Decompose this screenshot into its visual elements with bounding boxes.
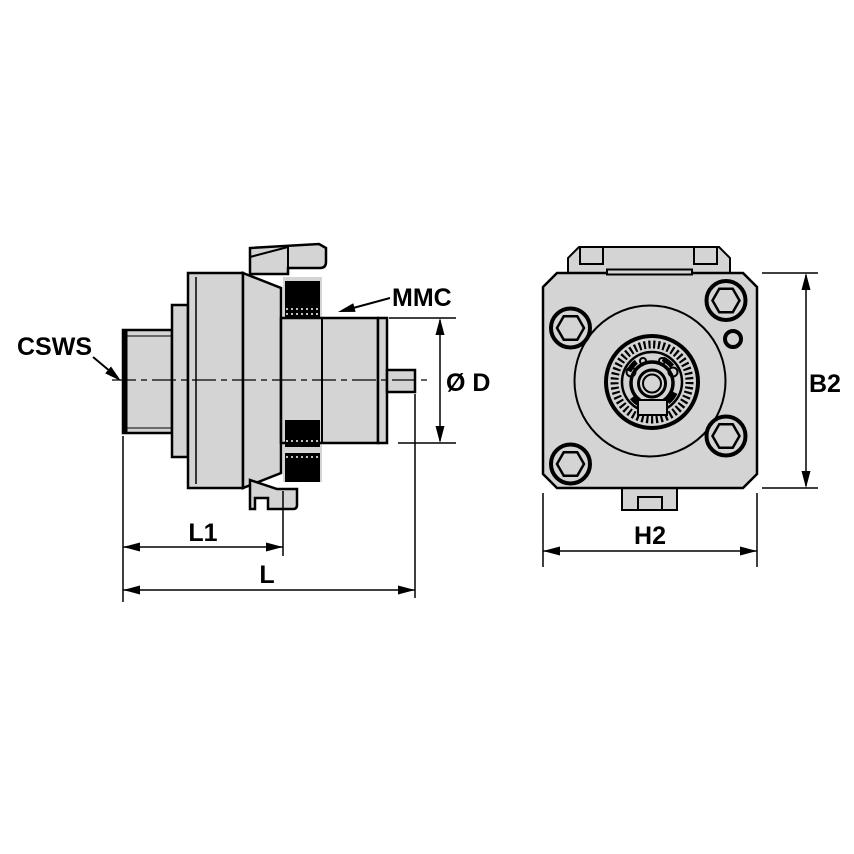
coupling-boss [573, 304, 727, 458]
dot-hole-left [639, 357, 647, 365]
bottom-tab-notch [637, 496, 663, 511]
l-label: L [259, 561, 274, 589]
hex-socket-icon [711, 287, 741, 314]
thread-block-top [285, 281, 320, 318]
mmc-arrowhead [338, 303, 356, 312]
ear-hole-right [667, 366, 679, 378]
stub-shaft [385, 368, 417, 394]
l1-arrow-right [266, 542, 283, 552]
b2-arrow-up [801, 273, 811, 290]
serration-ring [610, 340, 694, 424]
diameter-label: Ø D [446, 369, 490, 397]
hex-socket-icon [711, 423, 741, 449]
screw-head-circle [549, 306, 592, 350]
dia-arrow-down [435, 426, 445, 443]
dimension-diameter-d: Ø D [389, 317, 490, 444]
dimension-h2: H2 [542, 493, 758, 567]
pilot-cylinder [121, 328, 174, 435]
thread-block-bottom-b [285, 453, 320, 482]
hub-circle [637, 368, 667, 399]
screw-head-circle [704, 414, 748, 458]
front-view: B2 H2 [541, 246, 841, 567]
ear-hole-left [625, 366, 637, 378]
screw-top-right [704, 279, 748, 322]
side-view: CSWS MMC Ø D L1 [17, 242, 490, 602]
step-ring [170, 303, 190, 459]
l-arrow-left [123, 585, 140, 595]
pin-hole [723, 329, 743, 349]
h2-arrow-left [543, 546, 560, 556]
top-slot [606, 268, 693, 276]
dimension-b2: B2 [762, 272, 841, 489]
screw-top-left [549, 306, 592, 350]
b2-label: B2 [809, 370, 841, 398]
spoke-arcs [624, 354, 680, 410]
bottom-claw [248, 478, 299, 511]
l1-label: L1 [188, 519, 217, 547]
hex-socket-icon [555, 315, 586, 341]
boss-ring [604, 334, 700, 430]
csws-label: CSWS [17, 333, 92, 361]
thread-block-bottom-a [285, 420, 320, 447]
dot-hole-right [658, 357, 666, 365]
dia-arrow-up [435, 318, 445, 335]
mmc-label: MMC [392, 284, 452, 312]
dimension-l1: L1 [122, 436, 284, 602]
l1-arrow-left [123, 542, 140, 552]
csws-arrowhead [105, 366, 121, 381]
screw-bottom-right [704, 414, 748, 458]
boss-outer-circle [573, 304, 727, 458]
top-tab-notch-left [579, 246, 604, 265]
h2-label: H2 [634, 522, 666, 550]
hex-socket-icon [555, 451, 586, 477]
top-tab-notch-right [693, 246, 718, 265]
h2-arrow-right [740, 546, 757, 556]
l-arrow-right [398, 585, 415, 595]
screw-head-circle [549, 442, 592, 486]
top-claw-bevel-edge [249, 246, 289, 258]
hub-bore [642, 373, 662, 394]
key-slot [637, 399, 668, 416]
dimension-l: L [123, 394, 416, 598]
screw-head-circle [704, 279, 748, 322]
screw-bottom-left [549, 442, 592, 486]
b2-arrow-down [801, 471, 811, 488]
